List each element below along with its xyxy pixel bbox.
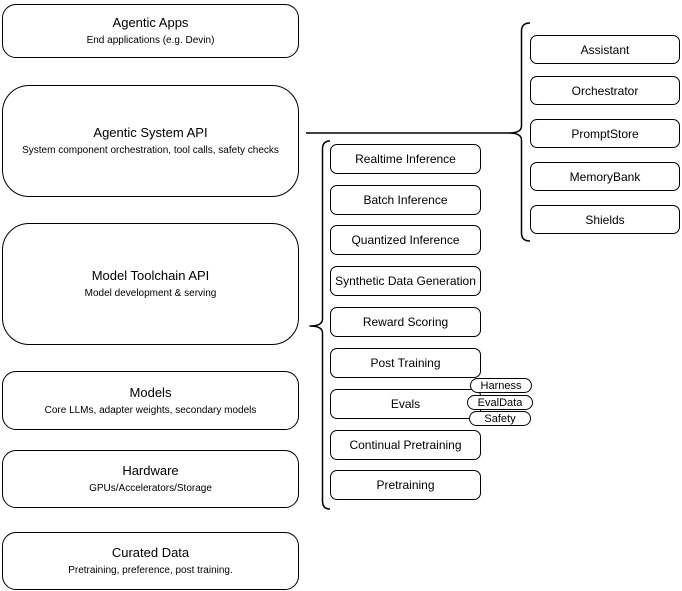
service-box-batch-inference: Batch Inference xyxy=(330,185,481,215)
toolchain-brace xyxy=(309,140,331,510)
service-label: Reward Scoring xyxy=(362,315,449,329)
service-label: Evals xyxy=(390,397,421,411)
component-box-assistant: Assistant xyxy=(530,35,680,64)
service-label: Post Training xyxy=(370,356,441,370)
eval-tag-safety: Safety xyxy=(469,411,531,426)
layer-title: Models xyxy=(129,384,172,400)
eval-tag-label: EvalData xyxy=(477,396,523,409)
service-box-evals: Evals xyxy=(330,389,481,419)
layer-title: Hardware xyxy=(122,463,179,478)
layer-box-hardware: Hardware GPUs/Accelerators/Storage xyxy=(2,450,299,508)
service-label: Quantized Inference xyxy=(351,233,460,247)
service-box-pretraining: Pretraining xyxy=(330,470,481,500)
components-brace xyxy=(508,22,531,242)
service-box-continual-pretraining: Continual Pretraining xyxy=(330,430,481,460)
eval-tag-harness: Harness xyxy=(470,378,532,393)
layer-subtitle: Pretraining, preference, post training. xyxy=(68,565,233,576)
layer-title: Curated Data xyxy=(111,545,190,560)
service-label: Realtime Inference xyxy=(355,152,456,166)
eval-tag-evaldata: EvalData xyxy=(467,395,533,410)
component-label: Assistant xyxy=(580,42,630,57)
layer-title: Agentic System API xyxy=(93,125,208,140)
component-label: Orchestrator xyxy=(571,83,639,98)
component-label: Shields xyxy=(585,212,625,227)
service-box-reward-scoring: Reward Scoring xyxy=(330,307,481,337)
layer-title: Model Toolchain API xyxy=(91,268,210,283)
layer-box-agentic-system-api: Agentic System API System component orch… xyxy=(2,85,299,197)
component-label: PromptStore xyxy=(571,126,639,141)
service-box-post-training: Post Training xyxy=(330,348,481,378)
layer-subtitle: Core LLMs, adapter weights, secondary mo… xyxy=(44,404,257,416)
component-box-orchestrator: Orchestrator xyxy=(530,76,680,105)
layer-subtitle: System component orchestration, tool cal… xyxy=(22,145,279,156)
layer-title: Agentic Apps xyxy=(112,15,189,30)
service-box-realtime-inference: Realtime Inference xyxy=(330,144,481,174)
layer-subtitle: GPUs/Accelerators/Storage xyxy=(89,483,212,494)
eval-tag-label: Safety xyxy=(484,412,516,425)
component-box-promptstore: PromptStore xyxy=(530,119,680,148)
service-label: Synthetic Data Generation xyxy=(335,274,476,288)
service-label: Pretraining xyxy=(376,478,435,492)
eval-tag-label: Harness xyxy=(480,379,522,392)
component-label: MemoryBank xyxy=(569,169,641,184)
layer-subtitle: End applications (e.g. Devin) xyxy=(86,35,215,46)
service-label: Batch Inference xyxy=(363,193,448,207)
layer-subtitle: Model development & serving xyxy=(84,288,217,299)
layer-box-models: Models Core LLMs, adapter weights, secon… xyxy=(2,371,299,430)
service-label: Continual Pretraining xyxy=(349,438,462,452)
service-box-synthetic-data-generation: Synthetic Data Generation xyxy=(330,266,481,296)
service-box-quantized-inference: Quantized Inference xyxy=(330,225,481,255)
component-box-memorybank: MemoryBank xyxy=(530,162,680,191)
layer-box-curated-data: Curated Data Pretraining, preference, po… xyxy=(2,532,299,590)
layer-box-agentic-apps: Agentic Apps End applications (e.g. Devi… xyxy=(2,4,299,58)
layer-box-model-toolchain-api: Model Toolchain API Model development & … xyxy=(2,223,299,345)
component-box-shields: Shields xyxy=(530,205,680,234)
